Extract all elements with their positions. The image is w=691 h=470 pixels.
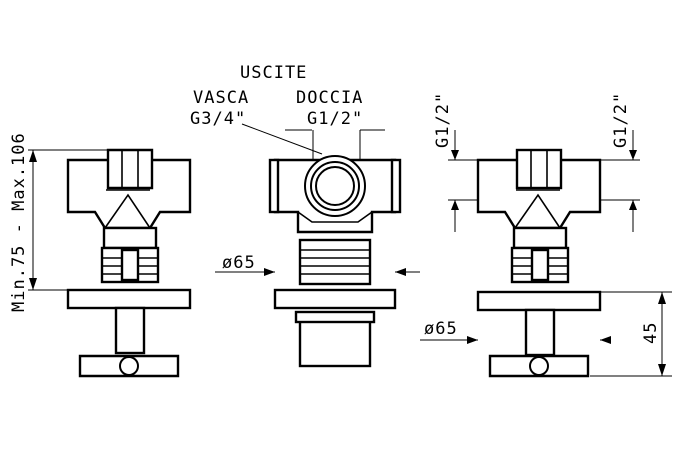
height-right-label: 45 bbox=[641, 322, 661, 344]
left-side-view: Min.75 - Max.106 bbox=[9, 132, 192, 378]
shower-thread-label: G1/2" bbox=[307, 109, 363, 129]
range-dimension-label: Min.75 - Max.106 bbox=[9, 132, 29, 312]
thread-right-a-label: G1/2" bbox=[433, 92, 453, 148]
right-side-view: G1/2" G1/2" ø65 bbox=[420, 92, 672, 378]
outlets-label: USCITE bbox=[240, 63, 307, 83]
bath-label: VASCA bbox=[193, 88, 249, 108]
front-view: USCITE VASCA DOCCIA G3/4" G1/2" ø65 bbox=[190, 63, 420, 368]
bath-thread-label: G3/4" bbox=[190, 109, 246, 129]
thread-right-b-label: G1/2" bbox=[611, 92, 631, 148]
shower-label: DOCCIA bbox=[296, 88, 363, 108]
diameter-right-label: ø65 bbox=[424, 319, 458, 339]
diameter-center-label: ø65 bbox=[222, 253, 256, 273]
